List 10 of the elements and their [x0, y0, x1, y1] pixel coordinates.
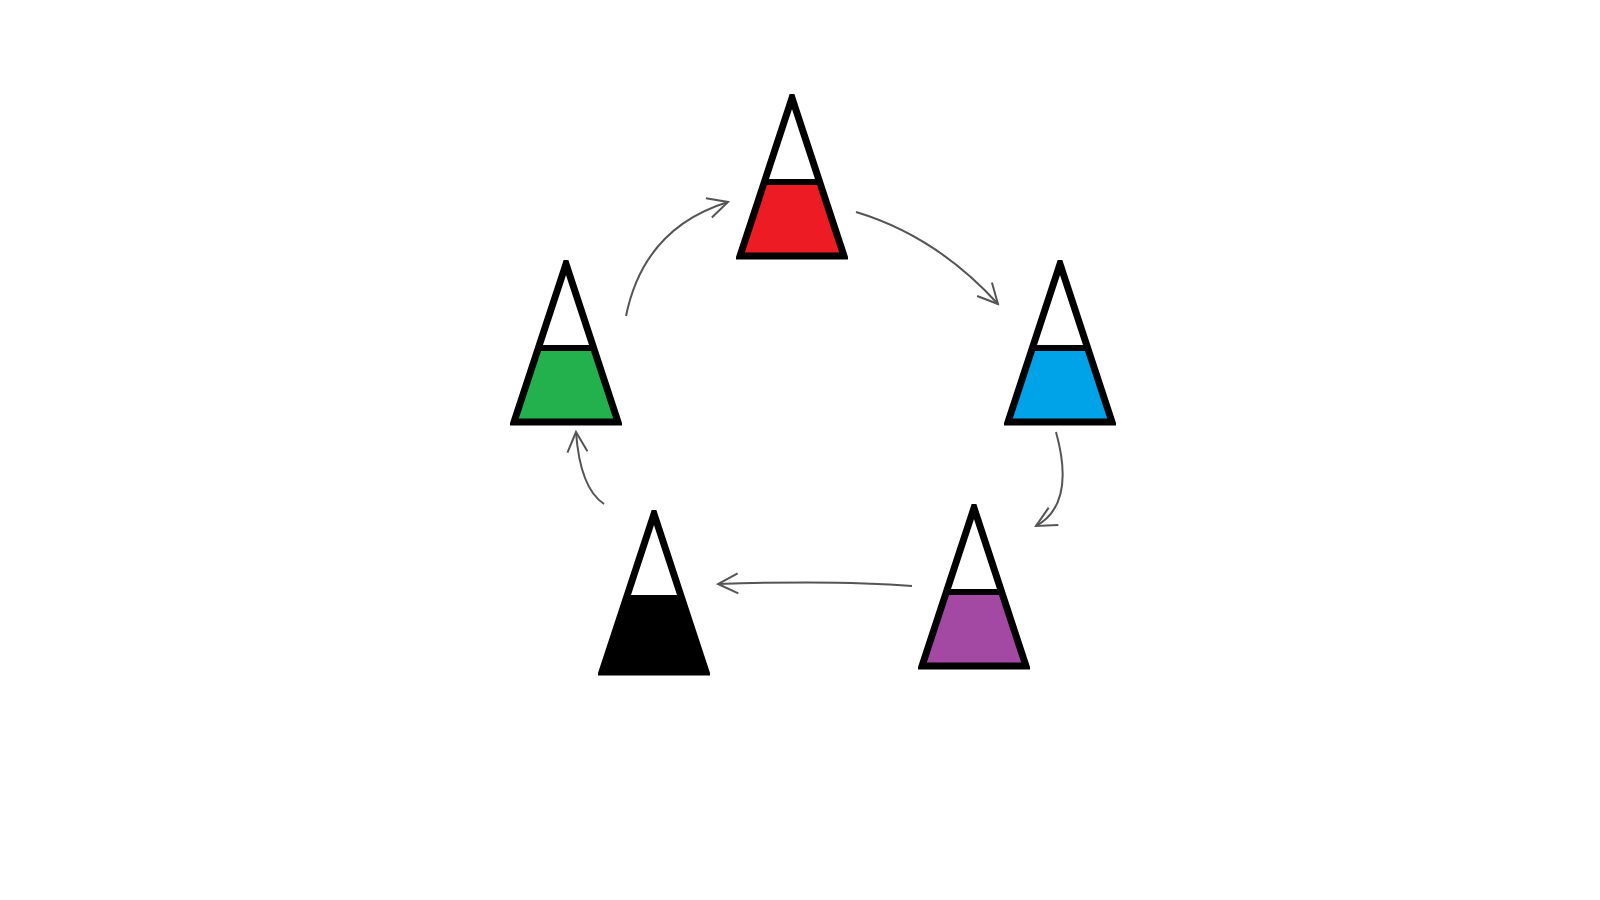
curved-arrow [625, 198, 729, 317]
flask-triangle [736, 94, 848, 260]
curved-arrow [855, 211, 999, 305]
curved-arrow [566, 431, 605, 505]
curved-arrow [717, 572, 913, 595]
curved-arrow [1035, 431, 1064, 527]
flask-triangle [918, 504, 1030, 670]
flask-triangle [598, 510, 710, 676]
flask-triangle [1004, 260, 1116, 426]
flask-triangle [510, 260, 622, 426]
